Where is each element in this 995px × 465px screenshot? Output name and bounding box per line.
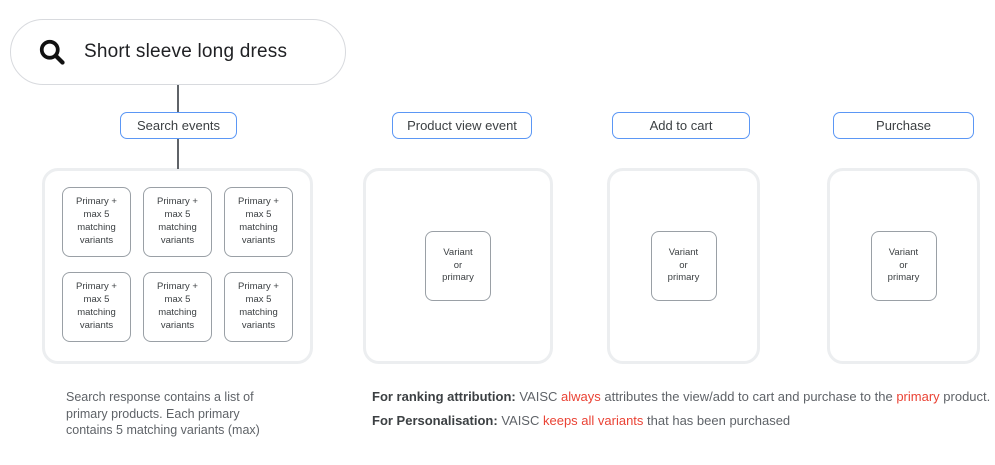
event-button-purchase[interactable]: Purchase [833, 112, 974, 139]
primary-product-card: Primary + max 5 matching variants [224, 272, 293, 342]
ranking-note-text: product. [939, 389, 991, 404]
search-icon [39, 39, 65, 65]
event-button-add-to-cart[interactable]: Add to cart [612, 112, 750, 139]
personalisation-note: For Personalisation: VAISC keeps all var… [372, 413, 992, 428]
search-response-note: Search response contains a list of prima… [66, 390, 260, 437]
ranking-attribution-note: For ranking attribution: VAISC always at… [372, 389, 992, 404]
search-query-text: Short sleeve long dress [84, 41, 288, 62]
variant-or-primary-card: Variant or primary [425, 231, 491, 301]
variant-or-primary-card: Variant or primary [650, 231, 717, 301]
search-results-grid: Primary + max 5 matching variants Primar… [62, 187, 293, 342]
primary-product-card: Primary + max 5 matching variants [143, 272, 212, 342]
connector-line-bottom [177, 139, 179, 169]
ranking-note-text: VAISC [515, 389, 561, 404]
primary-product-card: Primary + max 5 matching variants [224, 187, 293, 257]
purchase-container: Variant or primary [827, 168, 980, 364]
event-button-search-events[interactable]: Search events [120, 112, 237, 139]
search-results-container: Primary + max 5 matching variants Primar… [42, 168, 313, 364]
ranking-note-highlight-primary: primary [896, 389, 940, 404]
personalisation-note-text: VAISC [497, 413, 543, 428]
ranking-note-highlight-always: always [561, 389, 601, 404]
connector-line-top [177, 85, 179, 113]
ranking-note-label: For ranking attribution: [372, 389, 516, 404]
add-to-cart-container: Variant or primary [607, 168, 760, 364]
primary-product-card: Primary + max 5 matching variants [62, 187, 131, 257]
personalisation-note-highlight: keeps all variants [542, 413, 644, 428]
primary-product-card: Primary + max 5 matching variants [143, 187, 212, 257]
variant-or-primary-card: Variant or primary [870, 231, 937, 301]
personalisation-note-label: For Personalisation: [372, 413, 498, 428]
primary-product-card: Primary + max 5 matching variants [62, 272, 131, 342]
personalisation-note-text: that has been purchased [643, 413, 791, 428]
event-button-product-view[interactable]: Product view event [392, 112, 532, 139]
attribution-notes: For ranking attribution: VAISC always at… [372, 389, 992, 437]
ranking-note-text: attributes the view/add to cart and purc… [600, 389, 897, 404]
product-view-container: Variant or primary [363, 168, 553, 364]
search-bar[interactable]: Short sleeve long dress [10, 19, 346, 85]
